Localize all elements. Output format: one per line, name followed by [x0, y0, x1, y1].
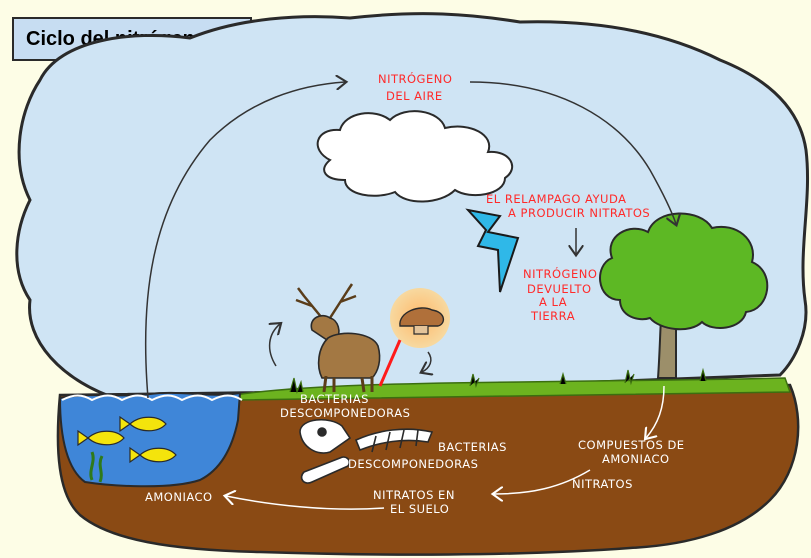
- label-soil-nitrates-1: NITRATOS EN: [373, 488, 455, 502]
- label-air-nitrogen-1: NITRÓGENO: [378, 71, 452, 86]
- label-returned-3: A LA: [539, 295, 567, 309]
- label-ammonium-2: AMONIACO: [602, 452, 670, 466]
- water: [60, 393, 240, 486]
- label-returned-2: DEVUELTO: [527, 282, 592, 296]
- label-decomposers-a-1: BACTERIAS: [300, 392, 369, 406]
- label-air-nitrogen-2: DEL AIRE: [386, 89, 443, 103]
- label-decomposers-a-2: DESCOMPONEDORAS: [280, 406, 410, 420]
- label-lightning-2: A PRODUCIR NITRATOS: [508, 206, 650, 220]
- label-returned-1: NITRÓGENO: [523, 266, 597, 281]
- label-ammonium-1: COMPUESTOS DE: [578, 438, 685, 452]
- label-decomposers-b-1: BACTERIAS: [438, 440, 507, 454]
- label-returned-4: TIERRA: [530, 309, 575, 323]
- label-decomposers-b-2: DESCOMPONEDORAS: [348, 457, 478, 471]
- decomposer-sun-icon: [390, 288, 450, 348]
- label-soil-nitrates-2: EL SUELO: [390, 502, 449, 516]
- label-lightning-1: EL RELAMPAGO AYUDA: [486, 192, 626, 206]
- label-ammonia: AMONIACO: [145, 490, 213, 504]
- label-nitrates: NITRATOS: [572, 477, 633, 491]
